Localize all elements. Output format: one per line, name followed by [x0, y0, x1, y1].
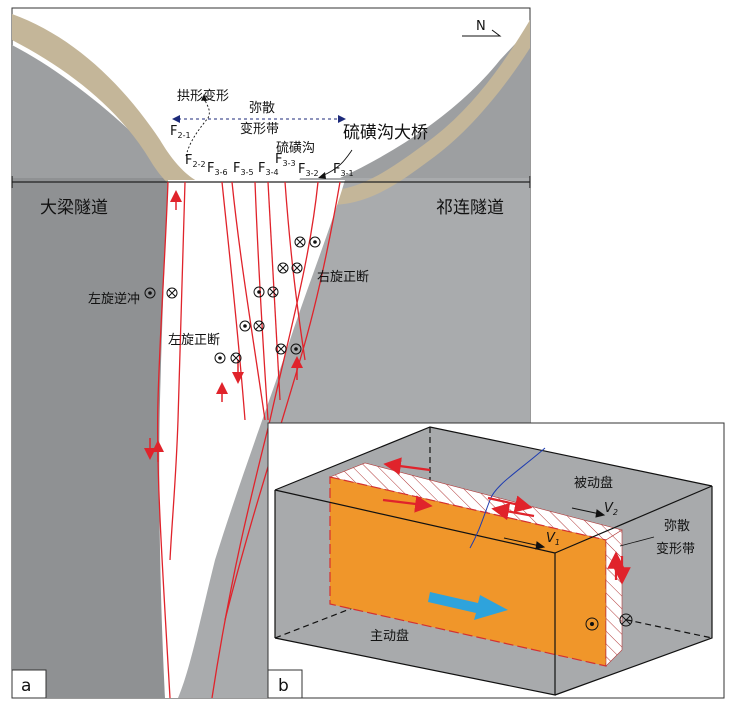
into-page-symbol [166, 287, 178, 299]
slip-symbols [144, 236, 321, 364]
north-label: N [476, 19, 486, 34]
right-tunnel-label: 祁连隧道 [436, 198, 504, 218]
left-rock-mass [12, 178, 170, 698]
left-tunnel-label: 大梁隧道 [40, 198, 108, 218]
bridge-pointer [321, 149, 353, 177]
into-page-symbol-b [619, 613, 633, 627]
soil-layer [12, 14, 530, 205]
active-wall-label: 主动盘 [370, 628, 409, 644]
fault-label-f3-6: F3-6 [207, 161, 228, 177]
out-of-page-symbol [144, 287, 156, 299]
arch-deformation-label: 拱形变形 [177, 88, 229, 104]
fracture-line [469, 447, 546, 549]
fault-label-f2-2: F2-2 [185, 153, 206, 169]
panel-b-letter: b [278, 676, 289, 696]
left-lateral-normal-label: 左旋正断 [168, 333, 220, 348]
arch-pointer [185, 97, 210, 157]
fault-label-f3-2: F3-2 [298, 162, 319, 178]
north-arrow: N [462, 19, 502, 37]
passive-wall-label: 被动盘 [574, 475, 613, 491]
diffuse-zone-arrow [172, 115, 346, 123]
fault-label-f3-5: F3-5 [233, 161, 254, 177]
left-lateral-thrust-label: 左旋逆冲 [88, 291, 140, 307]
fault-label-f3-4: F3-4 [258, 161, 279, 177]
bridge-label: 硫磺沟大桥 [343, 123, 428, 143]
fault-label-f3-1: F3-1 [333, 162, 354, 178]
diffuse-zone-label-b2: 变形带 [656, 541, 695, 557]
motion-arrows [144, 190, 303, 462]
gully-label: 硫磺沟 [276, 141, 315, 156]
panel-a-letter: a [21, 676, 31, 696]
diffuse-zone-label-2: 变形带 [240, 121, 279, 137]
diffuse-zone-label-b1: 弥散 [664, 518, 690, 534]
v2-label: V2 [604, 501, 618, 517]
v1-label: V1 [546, 531, 560, 547]
diffuse-zone-label-1: 弥散 [249, 100, 275, 116]
panel-b: 被动盘 V1 V2 弥散 变形带 主动盘 b [267, 422, 725, 699]
right-lateral-normal-label: 右旋正断 [317, 270, 369, 285]
fault-label-f2-1: F2-1 [170, 124, 191, 140]
fault-labels: F2-1 F2-2 F3-6 F3-5 F3-4 F3-3 F3-2 F3-1 [170, 124, 354, 178]
motion-direction-arrow [428, 592, 508, 620]
fault-label-f3-3: F3-3 [275, 152, 296, 168]
out-of-page-symbol-b [585, 617, 599, 631]
